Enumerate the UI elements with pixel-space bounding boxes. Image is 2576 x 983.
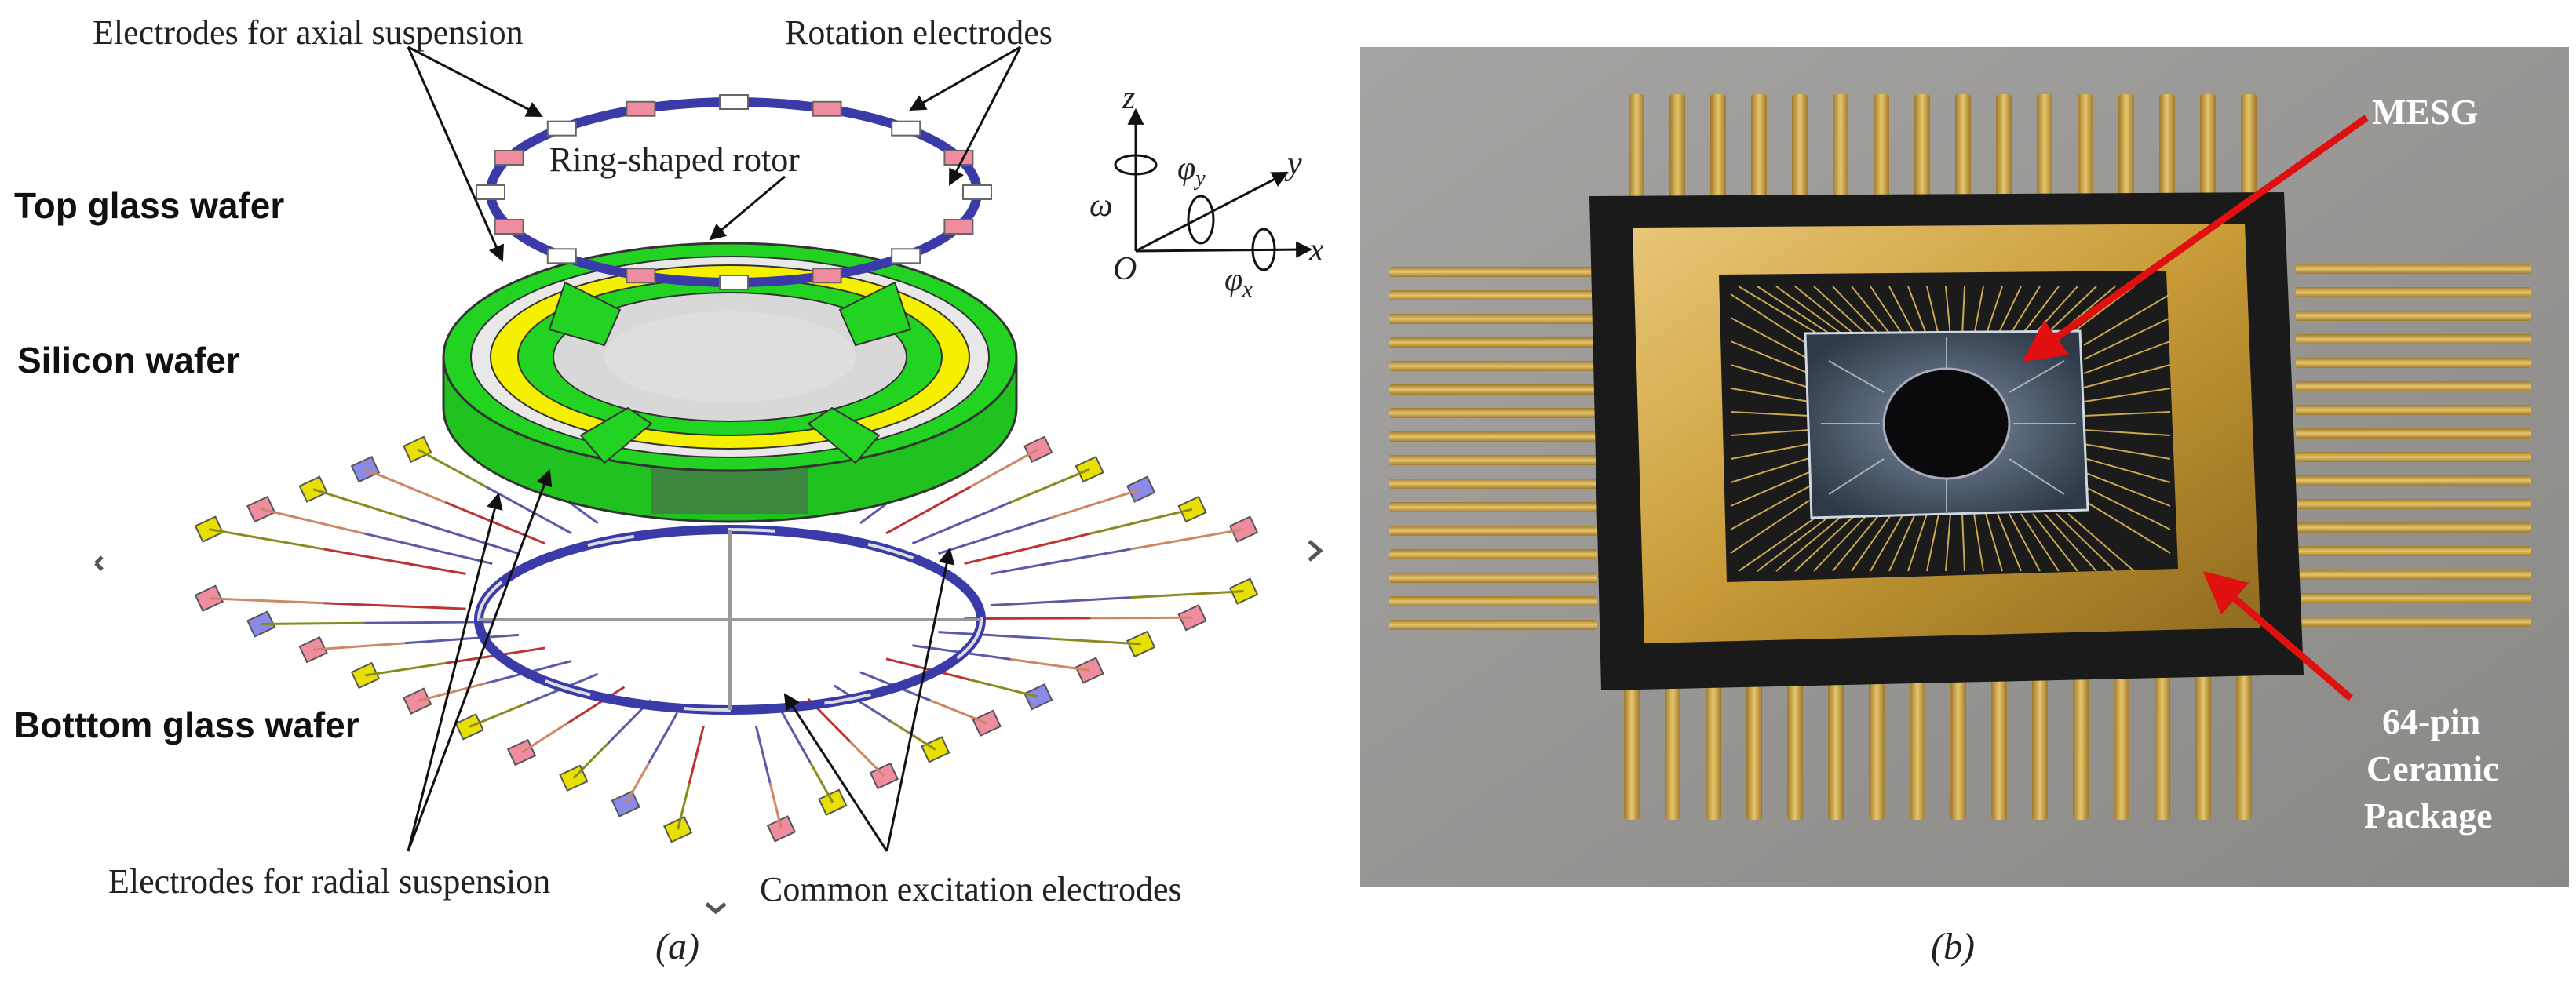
label-package-line1: 64-pin — [2382, 701, 2480, 741]
coordinate-axes — [1114, 107, 1313, 271]
phi-y-label: φy — [1177, 151, 1206, 191]
label-rotation-electrodes: Rotation electrodes — [785, 13, 1053, 52]
mesg-rotor — [1882, 367, 2011, 480]
label-mesg: MESG — [2372, 92, 2478, 132]
axis-x-label: x — [1308, 232, 1324, 268]
label-ring-rotor: Ring-shaped rotor — [549, 140, 800, 179]
omega-label: ω — [1089, 187, 1113, 224]
label-package-line3: Package — [2364, 796, 2493, 836]
axis-origin-label: O — [1113, 251, 1137, 287]
label-package-line2: Ceramic — [2366, 748, 2499, 788]
label-top-glass-wafer: Top glass wafer — [14, 185, 284, 226]
mesg-arrow — [2022, 115, 2369, 362]
label-axial-suspension: Electrodes for axial suspension — [93, 13, 524, 52]
panel-b-photo: MESG 64-pin Ceramic Package (b) — [1360, 47, 2569, 967]
label-radial-suspension: Electrodes for radial suspension — [108, 862, 550, 901]
package-pins — [1389, 94, 2531, 820]
label-common-excitation: Common excitation electrodes — [760, 870, 1182, 908]
top-ring-electrodes — [476, 94, 992, 290]
bond-wires — [1730, 286, 2171, 572]
caption-b: (b) — [1931, 926, 1975, 967]
panel-a-schematic: z y x O ω φy φx Electrodes for axial sus… — [14, 13, 1326, 967]
silicon-wafer-rotor — [442, 242, 1018, 523]
leader-lines — [407, 46, 1022, 852]
phi-x-label: φx — [1224, 262, 1253, 302]
package-arrow — [2202, 570, 2353, 701]
label-bottom-glass-wafer: Botttom glass wafer — [14, 704, 359, 745]
axis-y-label: y — [1284, 146, 1302, 182]
caption-a: (a) — [655, 926, 699, 967]
axis-z-label: z — [1122, 80, 1135, 116]
label-silicon-wafer: Silicon wafer — [17, 340, 240, 380]
